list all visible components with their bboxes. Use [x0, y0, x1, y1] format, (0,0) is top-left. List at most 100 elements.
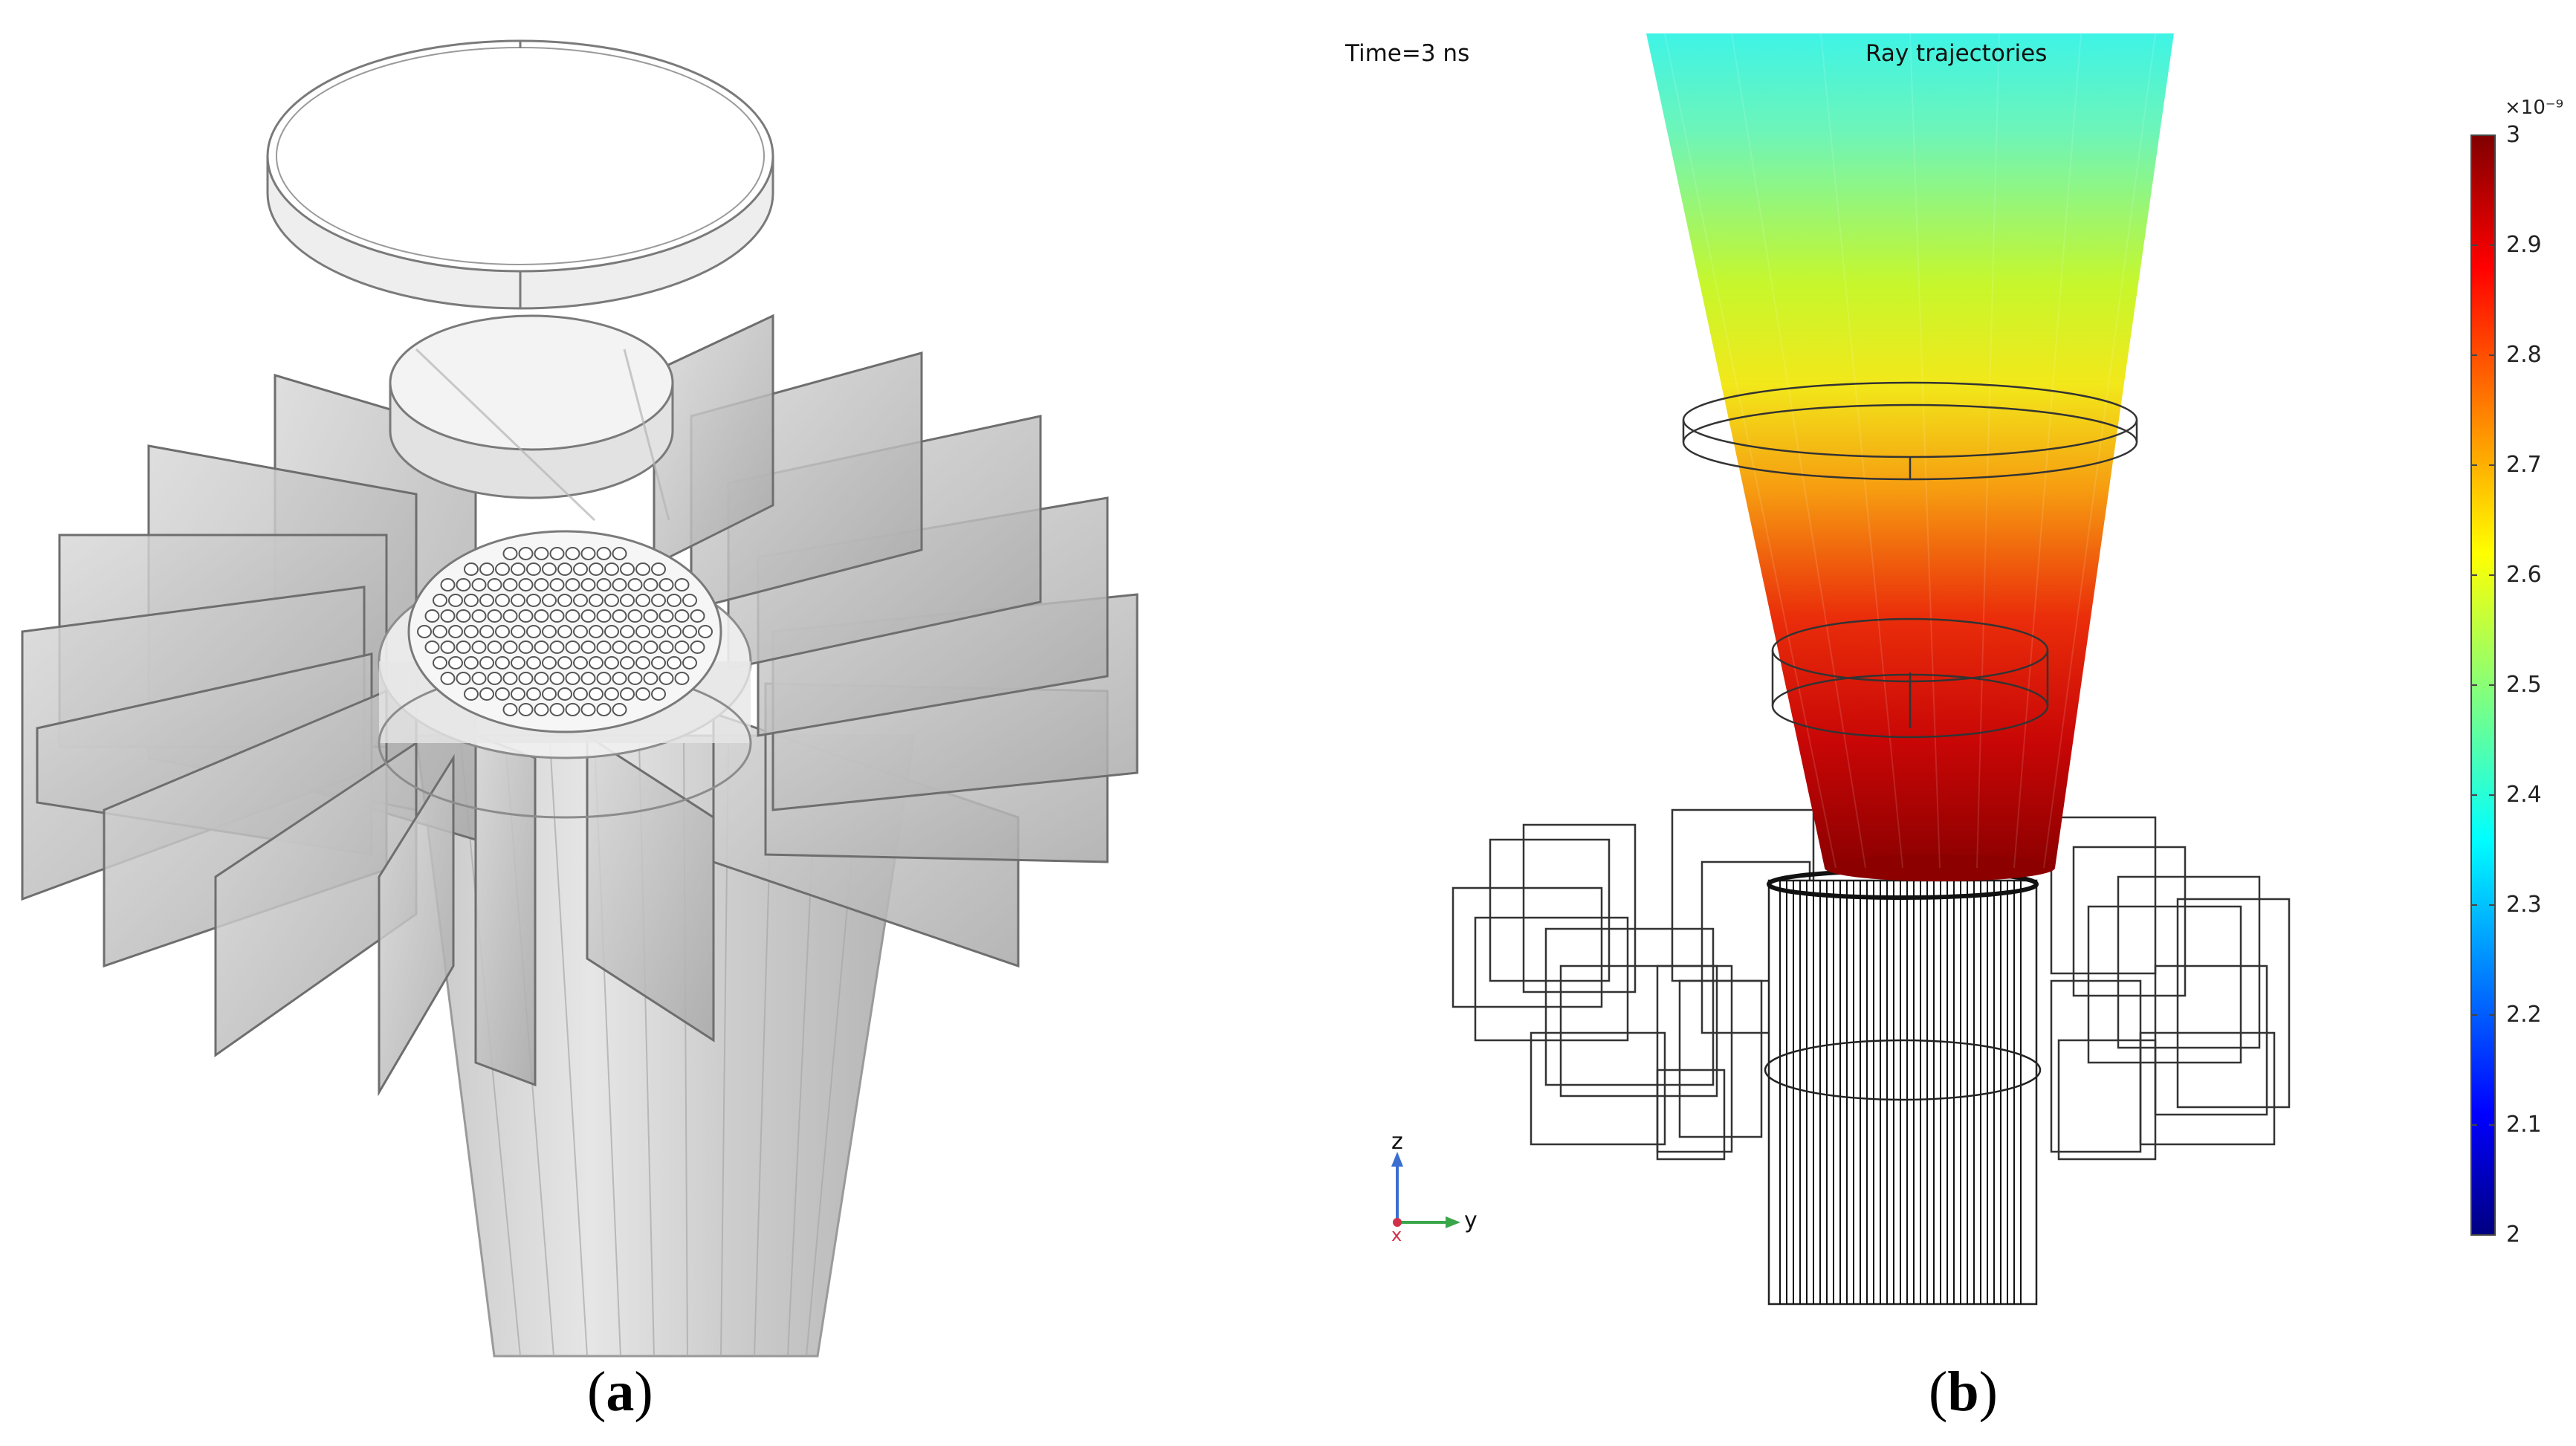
hub-hole: [565, 672, 580, 685]
lens-disc: [389, 314, 674, 522]
hub-hole: [580, 609, 596, 623]
hub-hole: [464, 656, 479, 669]
hub-hole: [643, 672, 658, 685]
hub-hole: [424, 609, 440, 623]
hub-hole: [495, 625, 510, 638]
hub-hole: [604, 687, 619, 701]
hub-hole: [502, 641, 518, 654]
hub-hole: [479, 687, 494, 701]
hub-hole: [667, 594, 682, 607]
hub-hole: [511, 562, 525, 576]
shaft: [415, 734, 916, 1358]
hub-hole: [620, 562, 635, 576]
wireframe-blades: [1452, 808, 2291, 1161]
hub-hole: [674, 641, 690, 654]
hub-hole: [518, 547, 534, 560]
hub-hole: [651, 656, 666, 669]
hub-hole: [604, 562, 619, 576]
colorbar-tick-label: 2.7: [2506, 452, 2542, 478]
hub-hole: [698, 625, 713, 638]
hub-hole: [690, 609, 705, 623]
hub-hole: [682, 656, 697, 669]
hub-hole: [542, 562, 557, 576]
hub-hole: [658, 609, 674, 623]
blade: [586, 733, 715, 1043]
hub-hole: [479, 656, 494, 669]
hub-hole: [464, 625, 479, 638]
hub-hole: [542, 625, 557, 638]
hub: [378, 530, 752, 819]
hub-hole: [690, 641, 705, 654]
hub-hole: [495, 656, 510, 669]
hub-hole: [612, 578, 627, 591]
hub-hole: [440, 578, 456, 591]
hub-hole: [573, 562, 588, 576]
hub-hole: [580, 672, 596, 685]
hub-hole: [511, 594, 525, 607]
hub-hole: [526, 687, 541, 701]
hub-hole: [565, 609, 580, 623]
hub-hole: [573, 625, 588, 638]
hub-hole: [471, 672, 487, 685]
hub-hole: [518, 578, 534, 591]
hub-hole: [620, 656, 635, 669]
colorbar-tick-label: 2.8: [2506, 342, 2542, 368]
axis-z-label: z: [1391, 1129, 1403, 1155]
hub-hole: [549, 547, 565, 560]
hub-hole: [549, 578, 565, 591]
hub-hole: [635, 687, 650, 701]
hub-hole: [627, 672, 643, 685]
hub-hole: [557, 625, 572, 638]
hub-hole: [495, 594, 510, 607]
axis-triad: [1391, 1152, 1460, 1228]
hub-hole: [612, 609, 627, 623]
hub-hole: [534, 547, 549, 560]
hub-hole: [596, 672, 612, 685]
hub-hole: [487, 672, 502, 685]
hub-hole: [580, 578, 596, 591]
colorbar-tick-label: 2.2: [2506, 1002, 2542, 1028]
hub-hole: [502, 672, 518, 685]
colorbar: [2470, 134, 2496, 1236]
hub-hole: [424, 641, 440, 654]
hub-hole: [502, 703, 518, 716]
hub-hole: [658, 641, 674, 654]
hub-hole: [620, 594, 635, 607]
hub-hole: [573, 594, 588, 607]
hub-hole: [511, 625, 525, 638]
hub-hole: [580, 547, 596, 560]
hub-hole: [620, 687, 635, 701]
hub-hole: [620, 625, 635, 638]
hub-hole: [549, 609, 565, 623]
hub-hole: [667, 656, 682, 669]
hub-hole: [448, 594, 463, 607]
hub-hole: [612, 703, 627, 716]
hub-hole: [651, 687, 666, 701]
hub-hole: [417, 625, 432, 638]
blade: [474, 733, 537, 1087]
hub-hole: [471, 641, 487, 654]
hub-hole: [542, 594, 557, 607]
colorbar-tick-label: 2.6: [2506, 562, 2542, 588]
colorbar-tick-label: 2.5: [2506, 672, 2542, 698]
hub-hole: [596, 578, 612, 591]
hub-hole: [534, 641, 549, 654]
hub-hole: [596, 547, 612, 560]
hub-hole: [557, 562, 572, 576]
colorbar-tick-label: 2.9: [2506, 232, 2542, 258]
hub-hole: [604, 656, 619, 669]
hub-hole: [565, 578, 580, 591]
hub-hole: [518, 672, 534, 685]
hub-hole: [596, 703, 612, 716]
hub-hole: [674, 672, 690, 685]
hub-hole: [557, 594, 572, 607]
hub-hole: [612, 672, 627, 685]
hub-hole: [549, 703, 565, 716]
hub-hole: [651, 562, 666, 576]
hub-hole: [627, 641, 643, 654]
wireframe-rings: [1682, 381, 2138, 739]
hub-hole: [479, 625, 494, 638]
hub-holes: [417, 547, 713, 716]
hub-hole: [502, 578, 518, 591]
hub-hole: [456, 641, 471, 654]
